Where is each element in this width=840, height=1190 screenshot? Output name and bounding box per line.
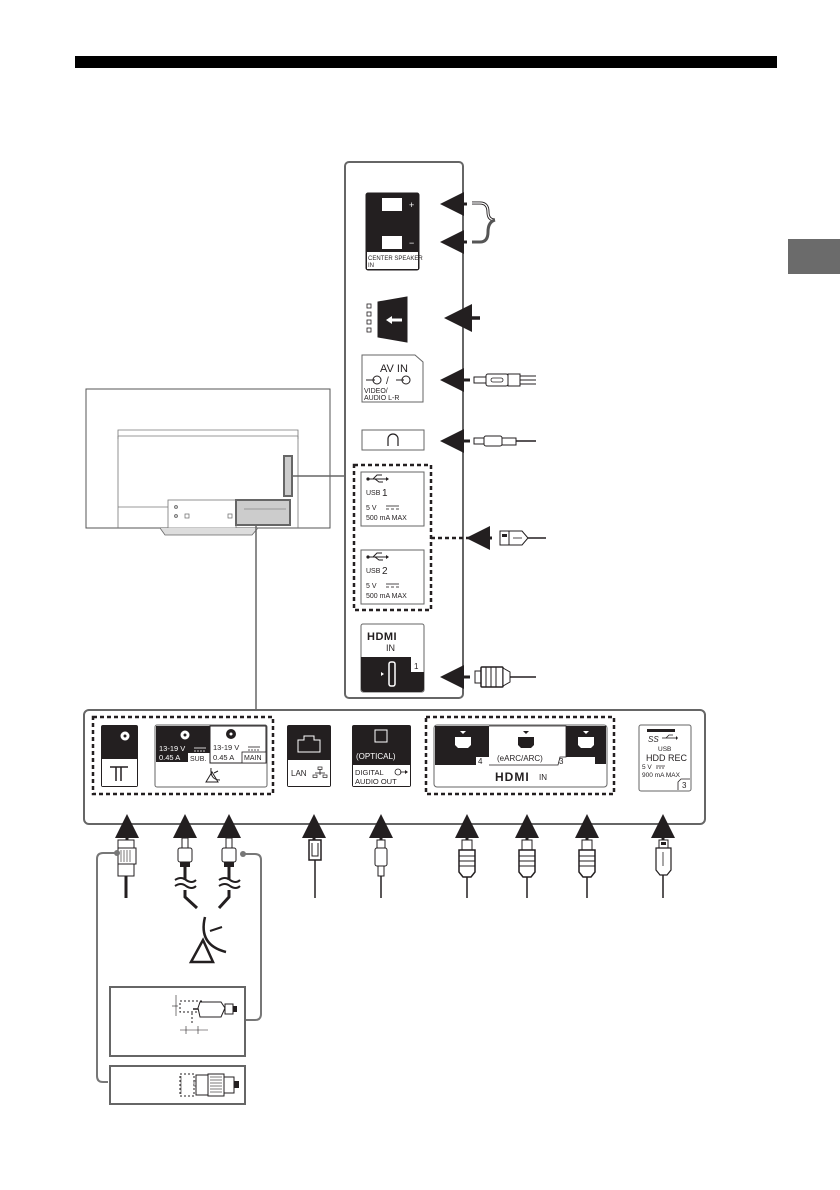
hdmi-4-number: 4 — [478, 757, 483, 766]
lan-rj45-cable — [308, 839, 322, 898]
usb-2-current: 500 mA MAX — [366, 593, 407, 600]
earc-arc-label: (eARC/ARC) — [497, 754, 543, 763]
section-header-bar — [75, 56, 777, 68]
sat-main-voltage: 13-19 V — [213, 743, 239, 752]
minus-terminal-label: − — [409, 238, 414, 248]
av-minijack-cable — [440, 368, 536, 392]
usb-2-number: 2 — [382, 566, 388, 577]
connector-callout-lines — [96, 850, 262, 1083]
hdmi-3-cable — [518, 839, 536, 898]
satellite-f-main-cable — [217, 837, 241, 910]
hdmi-logo: HDMI — [495, 770, 530, 784]
headphone-plug-cable — [440, 429, 536, 453]
satellite-port-group[interactable]: 13-19 V 0.45 A SUB. 13-19 V 0.45 A MAIN — [154, 724, 268, 788]
center-speaker-label-in: IN — [368, 263, 374, 269]
audio-input-icon — [396, 375, 411, 385]
usb-icon — [662, 734, 678, 740]
audio-out-label: AUDIO OUT — [355, 777, 397, 786]
usb-3-hdd-rec-port[interactable]: SS USB HDD REC 5 V 900 mA MAX 3 — [638, 724, 692, 792]
hdmi-socket-icon — [388, 661, 396, 687]
hdmi-plug-cable — [440, 665, 536, 689]
hdmi-in-label: IN — [386, 643, 395, 653]
center-speaker-label: CENTER SPEAKER — [368, 256, 423, 262]
usb-2-label: USB — [366, 568, 381, 575]
satellite-main-port[interactable]: 13-19 V 0.45 A MAIN — [209, 725, 267, 764]
optical-audio-out-port[interactable]: (OPTICAL) DIGITAL AUDIO OUT — [352, 725, 411, 787]
bottom-arrows — [115, 814, 675, 840]
usb-2-port[interactable]: USB 2 5 V 500 mA MAX — [360, 549, 425, 605]
av-in-audio-label: AUDIO L-R — [364, 395, 399, 402]
headphone-port[interactable] — [361, 429, 425, 451]
hdmi-3-number: 3 — [559, 757, 564, 766]
chapter-side-tab — [788, 239, 840, 274]
hdmi-in-label: IN — [539, 773, 547, 782]
satellite-dish-icon — [188, 916, 227, 964]
usb-1-voltage: 5 V — [366, 505, 377, 512]
usb-1-current: 500 mA MAX — [366, 515, 407, 522]
usb-3-label: USB — [658, 746, 671, 753]
hdmi-2-port[interactable]: 2 — [578, 731, 603, 766]
av-in-video-label: VIDEO/ — [364, 388, 388, 395]
video-input-icon — [366, 375, 382, 385]
lan-label: LAN — [291, 769, 307, 778]
hdmi-1-port[interactable]: HDMI IN 1 — [360, 623, 425, 693]
hdmi-4-cable — [458, 839, 476, 898]
sat-main-tag: MAIN — [244, 755, 262, 762]
hdmi-2-number: 2 — [598, 757, 603, 766]
antenna-satellite-group — [91, 715, 275, 796]
tv-rear-illustration — [85, 388, 331, 536]
hdmi-port-group — [424, 715, 616, 796]
f-connector-spec-box — [109, 986, 246, 1057]
network-icon — [312, 766, 328, 778]
antenna-icon — [110, 766, 128, 781]
optical-toslink-cable — [374, 839, 388, 898]
hdmi-in-panel: 4 (eARC/ARC) 3 2 HDMI IN — [433, 724, 608, 788]
satellite-dish-icon — [205, 767, 221, 783]
dc-symbol-icon — [386, 505, 399, 510]
usb-icon — [366, 552, 389, 561]
coax-iec-cable — [117, 839, 137, 898]
antenna-port[interactable] — [101, 725, 138, 787]
av-in-separator: / — [386, 376, 389, 387]
lan-port[interactable]: LAN — [287, 725, 331, 787]
usb-1-port[interactable]: USB 1 5 V 500 mA MAX — [360, 471, 425, 527]
usb-3-voltage: 5 V — [642, 764, 652, 771]
dc-symbol-icon — [386, 583, 399, 588]
hdmi-logo: HDMI — [367, 631, 397, 643]
hdmi-3-port[interactable]: (eARC/ARC) 3 — [497, 731, 564, 766]
sat-main-current: 0.45 A — [213, 753, 234, 762]
hdd-rec-label: HDD REC — [646, 753, 688, 763]
usb-1-number: 1 — [382, 488, 388, 499]
usb-3-cable — [655, 839, 672, 898]
hdmi-2-cable — [578, 839, 596, 898]
usb-3-number: 3 — [682, 781, 687, 790]
usb-3-current: 900 mA MAX — [642, 772, 681, 779]
av-in-title: AV IN — [380, 363, 408, 375]
headphone-icon — [387, 433, 399, 446]
hdmi-4-port[interactable]: 4 — [455, 731, 483, 766]
digital-label: DIGITAL — [355, 768, 384, 777]
usb-1-label: USB — [366, 490, 381, 497]
plus-terminal-label: + — [409, 200, 414, 210]
speaker-wire-cable — [440, 192, 496, 254]
usb-plug-cable — [431, 526, 546, 550]
sat-sub-voltage: 13-19 V — [159, 744, 185, 753]
sat-sub-current: 0.45 A — [159, 753, 180, 762]
ir-blaster-port[interactable] — [366, 296, 408, 343]
superspeed-label: SS — [648, 735, 659, 744]
hdmi-1-number: 1 — [414, 662, 419, 671]
usb-icon — [366, 474, 389, 483]
satellite-sub-port[interactable]: 13-19 V 0.45 A SUB. — [159, 729, 210, 763]
sat-sub-tag: SUB. — [190, 756, 206, 763]
satellite-f-sub-cable — [174, 837, 199, 910]
optical-label: (OPTICAL) — [356, 752, 396, 761]
center-speaker-in-port[interactable]: + − CENTER SPEAKER IN — [365, 192, 423, 271]
iec-connector-spec-box — [109, 1065, 246, 1105]
usb-2-voltage: 5 V — [366, 583, 377, 590]
av-in-port[interactable]: AV IN / VIDEO/ AUDIO L-R — [361, 354, 424, 403]
output-icon — [394, 768, 408, 776]
